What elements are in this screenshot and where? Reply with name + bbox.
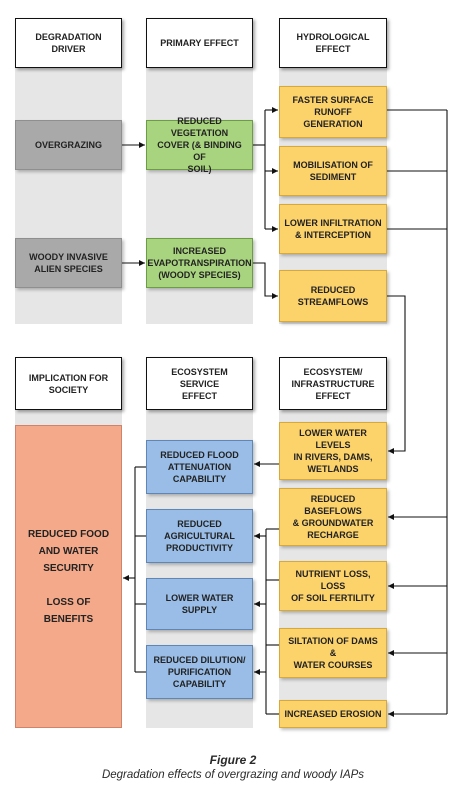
eco-siltation: SILTATION OF DAMS & WATER COURSES — [279, 628, 387, 678]
header-implication-for-society: IMPLICATION FOR SOCIETY — [15, 357, 122, 410]
eco-reduced-baseflows: REDUCED BASEFLOWS & GROUNDWATER RECHARGE — [279, 488, 387, 546]
service-reduced-dilution-purification: REDUCED DILUTION/ PURIFICATION CAPABILIT… — [146, 645, 253, 699]
header-primary-effect: PRIMARY EFFECT — [146, 18, 253, 68]
header-hydrological-effect: HYDROLOGICAL EFFECT — [279, 18, 387, 68]
driver-overgrazing: OVERGRAZING — [15, 120, 122, 170]
driver-woody-invasive-alien-species: WOODY INVASIVE ALIEN SPECIES — [15, 238, 122, 288]
hydro-faster-surface-runoff: FASTER SURFACE RUNOFF GENERATION — [279, 86, 387, 138]
service-lower-water-supply: LOWER WATER SUPPLY — [146, 578, 253, 630]
hydro-lower-infiltration: LOWER INFILTRATION & INTERCEPTION — [279, 204, 387, 254]
society-implication: REDUCED FOOD AND WATER SECURITY LOSS OF … — [15, 425, 122, 728]
primary-reduced-vegetation-cover: REDUCED VEGETATION COVER (& BINDING OF S… — [146, 116, 253, 174]
header-ecosystem-infrastructure-effect: ECOSYSTEM/ INFRASTRUCTURE EFFECT — [279, 357, 387, 410]
hydro-mobilisation-of-sediment: MOBILISATION OF SEDIMENT — [279, 146, 387, 196]
figure-caption-title: Figure 2 — [209, 753, 257, 767]
eco-nutrient-loss: NUTRIENT LOSS, LOSS OF SOIL FERTILITY — [279, 561, 387, 611]
figure-caption-text: Degradation effects of overgrazing and w… — [101, 769, 365, 781]
primary-increased-evapotranspiration: INCREASED EVAPOTRANSPIRATION (WOODY SPEC… — [146, 238, 253, 288]
service-reduced-agricultural-productivity: REDUCED AGRICULTURAL PRODUCTIVITY — [146, 509, 253, 563]
header-ecosystem-service-effect: ECOSYSTEM SERVICE EFFECT — [146, 357, 253, 410]
header-degradation-driver: DEGRADATION DRIVER — [15, 18, 122, 68]
service-reduced-flood-attenuation: REDUCED FLOOD ATTENUATION CAPABILITY — [146, 440, 253, 494]
hydro-reduced-streamflows: REDUCED STREAMFLOWS — [279, 270, 387, 322]
eco-increased-erosion: INCREASED EROSION — [279, 700, 387, 728]
eco-lower-water-levels: LOWER WATER LEVELS IN RIVERS, DAMS, WETL… — [279, 422, 387, 480]
